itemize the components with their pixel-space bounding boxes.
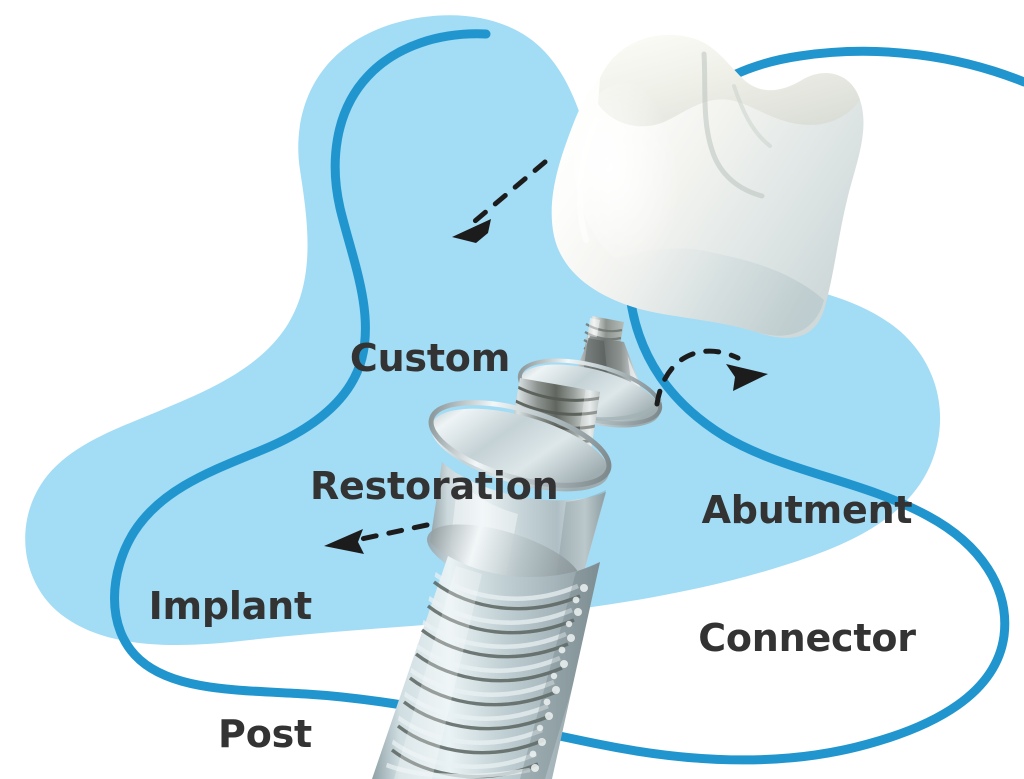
implant-post-object <box>372 378 612 779</box>
label-implant-post-line2: Post <box>218 711 312 756</box>
arrow-to-restoration <box>452 159 548 243</box>
arrow-to-abutment <box>654 348 768 407</box>
implant-threaded-shaft <box>372 556 600 779</box>
label-custom-restoration-line2: Restoration <box>310 463 559 508</box>
implant-thread-ridges <box>383 562 600 779</box>
implant-collar-shadow <box>556 490 606 579</box>
implant-top-flange-rim <box>428 400 612 488</box>
label-abutment-connector-line1: Abutment <box>701 488 913 533</box>
implant-shaft-texture <box>529 584 588 772</box>
label-custom-restoration-line1: Custom <box>349 336 511 381</box>
implant-shaft-left-highlight <box>394 566 482 779</box>
crown-object <box>551 34 864 338</box>
crown-lower-shading <box>574 248 824 336</box>
label-abutment-connector-line2: Connector <box>698 615 916 660</box>
label-abutment-connector: Abutment Connector <box>692 404 922 744</box>
label-implant-post-line1: Implant <box>148 584 313 629</box>
implant-top-flange <box>431 408 609 492</box>
crown-specular-highlight <box>574 83 702 273</box>
crown-fissure-groove-secondary <box>732 84 772 148</box>
crown-fissure-groove <box>701 51 765 199</box>
label-implant-post: Implant Post <box>90 500 313 779</box>
crown-edge-sheen <box>576 117 599 243</box>
background-blob <box>25 15 941 646</box>
implant-shaft-right-shadow <box>520 562 600 779</box>
label-custom-restoration: Custom Restoration <box>310 252 559 592</box>
arrow-to-implant-post <box>324 522 430 554</box>
